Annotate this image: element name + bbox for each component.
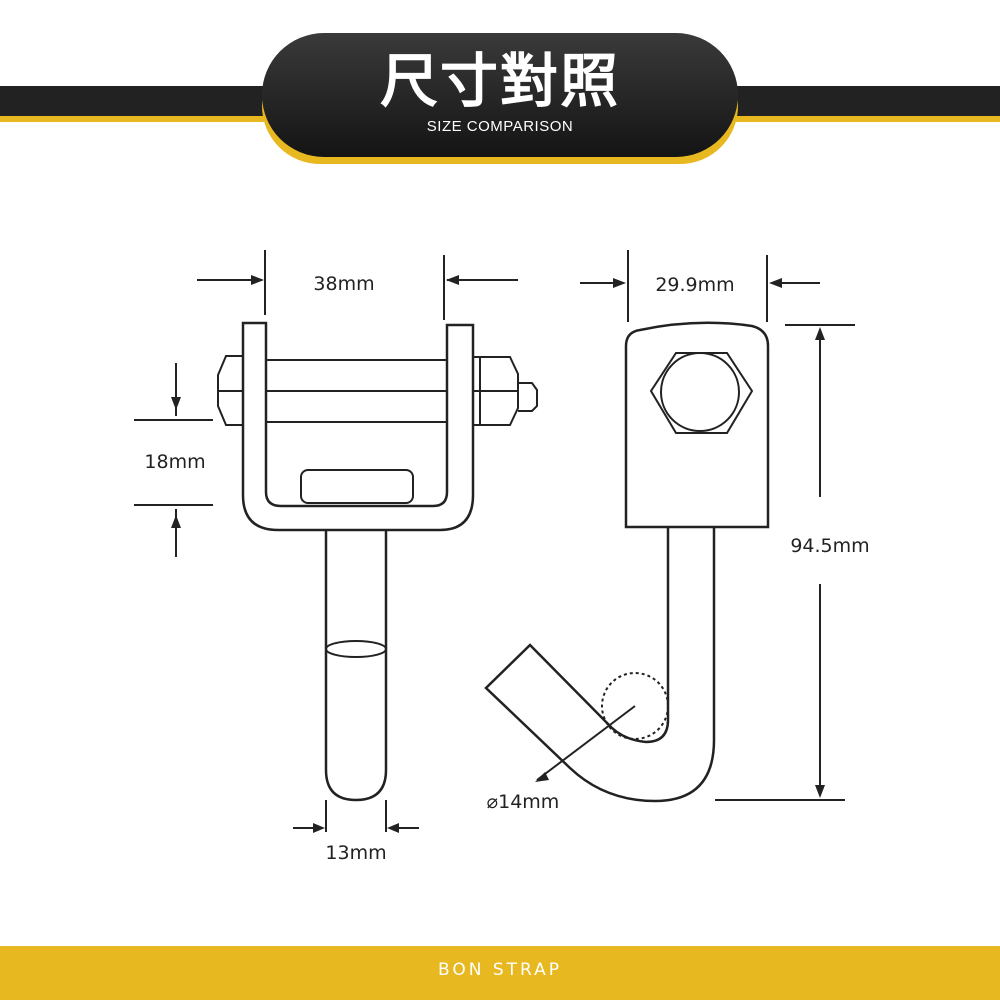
- front-view-hook: [217, 321, 538, 802]
- dimension-arrowheads: [171, 275, 825, 833]
- footer-brand: BON STRAP: [437, 960, 563, 980]
- page-title: 尺寸對照: [379, 47, 620, 115]
- dimension-lines-side: [536, 250, 855, 801]
- footer-bar: [0, 946, 1000, 1000]
- label-width-front: 38mm: [313, 273, 374, 295]
- title-pill: [262, 33, 738, 157]
- label-width-side: 29.9mm: [655, 274, 734, 296]
- label-nut-height: 18mm: [144, 451, 205, 473]
- side-view-hook: [484, 321, 770, 803]
- label-total-length: 94.5mm: [790, 535, 869, 557]
- label-shank-diameter: 13mm: [325, 842, 386, 864]
- page-subtitle: SIZE COMPARISON: [426, 118, 574, 135]
- label-hook-diameter: ⌀14mm: [487, 791, 560, 813]
